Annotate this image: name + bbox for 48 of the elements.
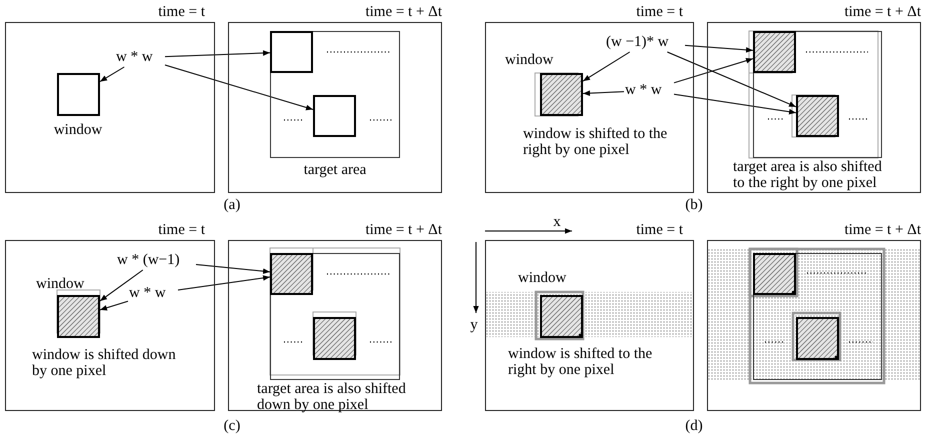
time-label: time = t + Δt (364, 223, 442, 239)
time-label: time = t (635, 223, 683, 239)
panel-caption: (b) (684, 198, 704, 214)
axis-label: y (469, 318, 479, 334)
formula-text: w * w (129, 285, 177, 302)
target-area-label: target area is also shifted down by one pixel (257, 382, 407, 414)
arrow (684, 44, 754, 53)
arrow (666, 52, 796, 108)
arrow (674, 58, 754, 84)
target-window-box (270, 253, 313, 295)
formula-text: w * (w−1) (117, 252, 195, 269)
panel-caption: (d) (684, 419, 704, 435)
target-window-box (313, 95, 356, 137)
time-label: time = t (157, 223, 205, 239)
window-label: window (52, 123, 104, 139)
target-window-box (313, 317, 356, 360)
window-label: window (36, 277, 86, 293)
target-area-label: target area (302, 163, 368, 179)
time-label: time = t + Δt (843, 223, 921, 239)
time-label: time = t (635, 5, 683, 21)
window-label: window (518, 271, 568, 287)
target-window-box (270, 31, 313, 73)
arrow (674, 94, 796, 114)
panel-caption: (c) (222, 419, 242, 435)
time-label: time = t + Δt (364, 5, 442, 21)
description-text: window is shifted to the right by one pixel (523, 127, 668, 158)
arrow (196, 264, 270, 274)
arrow (164, 64, 314, 110)
description-text: window is shifted to the right by one pixel (508, 347, 654, 378)
axis-label: x (552, 215, 562, 231)
arrow (178, 275, 270, 290)
formula-text: w * w (625, 82, 673, 99)
arrow (100, 300, 128, 310)
formula-text: (w −1)* w (606, 34, 684, 51)
target-window-box (753, 253, 796, 295)
target-area-label: target area is also shifted to the right by one pixel (733, 160, 883, 192)
arrow (164, 50, 270, 58)
arrow (100, 66, 125, 82)
description-text: window is shifted down by one pixel (32, 348, 177, 380)
formula-text: w * w (116, 49, 164, 66)
window-label: window (505, 53, 554, 69)
arrow (582, 52, 630, 82)
time-label: time = t + Δt (843, 5, 921, 21)
arrow (582, 90, 624, 96)
target-window-box (796, 317, 839, 360)
time-label: time = t (157, 5, 205, 21)
arrow (100, 270, 144, 302)
panel-caption: (a) (222, 198, 242, 214)
